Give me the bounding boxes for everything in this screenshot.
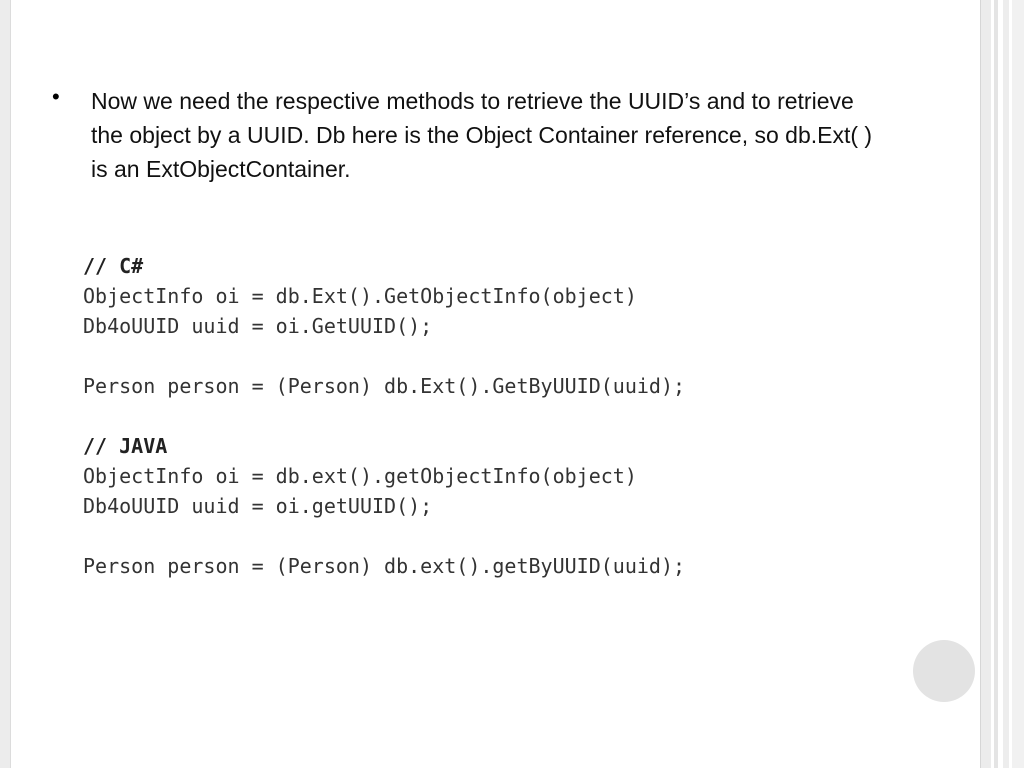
code-line: Db4oUUID uuid = oi.getUUID(); — [83, 494, 433, 518]
slide-body-text: Now we need the respective methods to re… — [91, 88, 873, 182]
code-line: Db4oUUID uuid = oi.GetUUID(); — [83, 314, 433, 338]
slide-left-margin — [0, 0, 10, 768]
code-line-blank — [83, 521, 783, 551]
code-comment-csharp: // C# — [83, 254, 144, 278]
code-line-blank — [83, 341, 783, 371]
code-line: ObjectInfo oi = db.ext().getObjectInfo(o… — [83, 464, 637, 488]
slide-nav-circle[interactable] — [913, 640, 975, 702]
code-line: ObjectInfo oi = db.Ext().GetObjectInfo(o… — [83, 284, 637, 308]
code-snippet: // C# ObjectInfo oi = db.Ext().GetObject… — [83, 251, 783, 581]
bullet-point: • — [52, 84, 60, 109]
slide: • Now we need the respective methods to … — [52, 84, 975, 702]
code-line-blank — [83, 401, 783, 431]
slide-right-frame — [980, 0, 1024, 768]
code-line: Person person = (Person) db.Ext().GetByU… — [83, 374, 686, 398]
code-line: Person person = (Person) db.ext().getByU… — [83, 554, 686, 578]
code-comment-java: // JAVA — [83, 434, 168, 458]
slide-left-border — [10, 0, 11, 768]
